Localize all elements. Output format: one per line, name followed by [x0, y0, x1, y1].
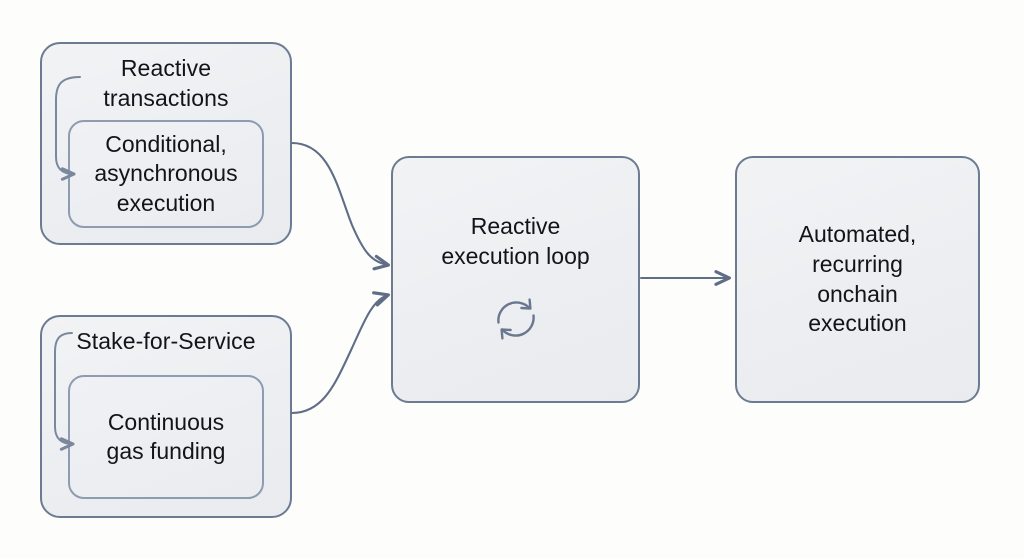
node-outcome-label: Automated, recurring onchain execution — [798, 220, 917, 337]
node-stake-for-service-title: Stake-for-Service — [76, 328, 256, 354]
refresh-loop-icon — [488, 291, 544, 347]
node-conditional-async-execution[interactable]: Conditional, asynchronous execution — [68, 120, 264, 228]
connector-stake-to-loop — [290, 291, 390, 415]
node-automated-recurring-onchain-execution[interactable]: Automated, recurring onchain execution — [735, 156, 980, 403]
node-reactive-transactions-title: Reactive transactions — [103, 55, 229, 111]
node-reactive-execution-loop-label: Reactive execution loop — [441, 212, 590, 269]
node-reactive-execution-loop[interactable]: Reactive execution loop — [391, 156, 640, 403]
node-continuous-gas-funding[interactable]: Continuous gas funding — [68, 375, 264, 499]
connector-reactive-to-loop — [290, 141, 390, 271]
